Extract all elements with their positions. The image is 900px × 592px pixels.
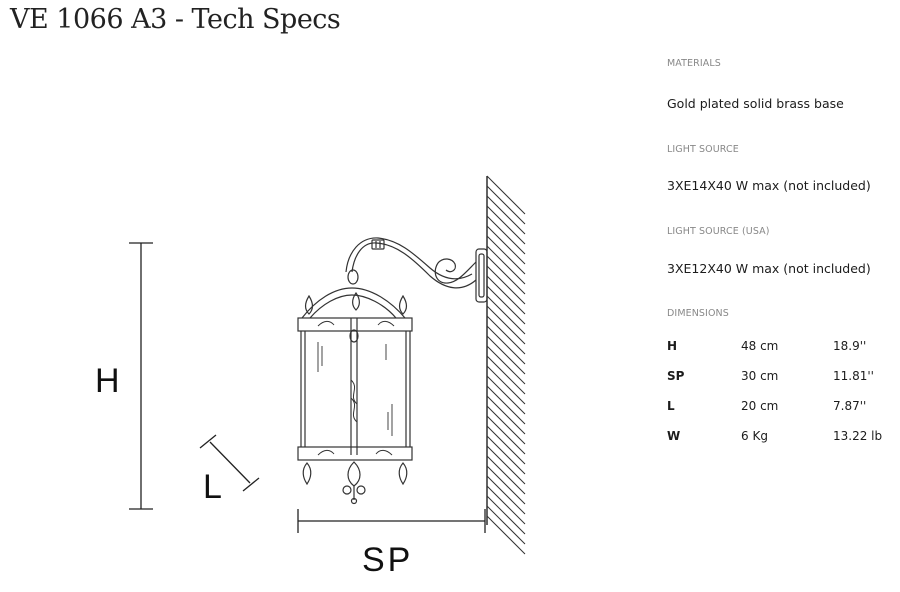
- dimension-key: L: [667, 399, 675, 413]
- table-row: H 48 cm 18.9'': [667, 331, 882, 361]
- table-row: W 6 Kg 13.22 lb: [667, 421, 882, 451]
- length-label: L: [203, 468, 222, 506]
- dimension-key: W: [667, 429, 681, 443]
- dimension-key: H: [667, 339, 678, 353]
- dimensions-table: H 48 cm 18.9'' SP 30 cm 11.81'' L 20 cm …: [667, 331, 882, 451]
- table-row: L 20 cm 7.87'': [667, 391, 882, 421]
- materials-label: MATERIALS: [667, 58, 721, 69]
- dimension-metric: 20 cm: [741, 399, 779, 413]
- lantern-technical-drawing: H L SP: [95, 175, 526, 579]
- page-title: VE 1066 A3 - Tech Specs: [10, 4, 341, 35]
- light-source-value: 3XE14X40 W max (not included): [667, 178, 871, 193]
- dimension-imperial: 7.87'': [833, 399, 867, 413]
- height-dimension-line: [129, 242, 153, 510]
- projection-dimension-line: [297, 509, 486, 533]
- dimension-metric: 48 cm: [741, 339, 779, 353]
- dimension-imperial: 13.22 lb: [833, 429, 883, 443]
- light-source-label: LIGHT SOURCE: [667, 144, 739, 155]
- length-dimension-line: [199, 434, 260, 492]
- projection-label: SP: [362, 541, 413, 579]
- wall-hatch: [486, 175, 526, 555]
- lantern-fixture: [297, 237, 488, 505]
- dimension-metric: 6 Kg: [741, 429, 768, 443]
- dimension-imperial: 18.9'': [833, 339, 867, 353]
- dimension-metric: 30 cm: [741, 369, 779, 383]
- light-source-usa-label: LIGHT SOURCE (USA): [667, 226, 770, 237]
- height-label: H: [95, 362, 120, 400]
- dimension-imperial: 11.81'': [833, 369, 874, 383]
- materials-value: Gold plated solid brass base: [667, 96, 844, 111]
- dimension-key: SP: [667, 369, 685, 383]
- dimensions-label: DIMENSIONS: [667, 308, 729, 319]
- table-row: SP 30 cm 11.81'': [667, 361, 882, 391]
- light-source-usa-value: 3XE12X40 W max (not included): [667, 261, 871, 276]
